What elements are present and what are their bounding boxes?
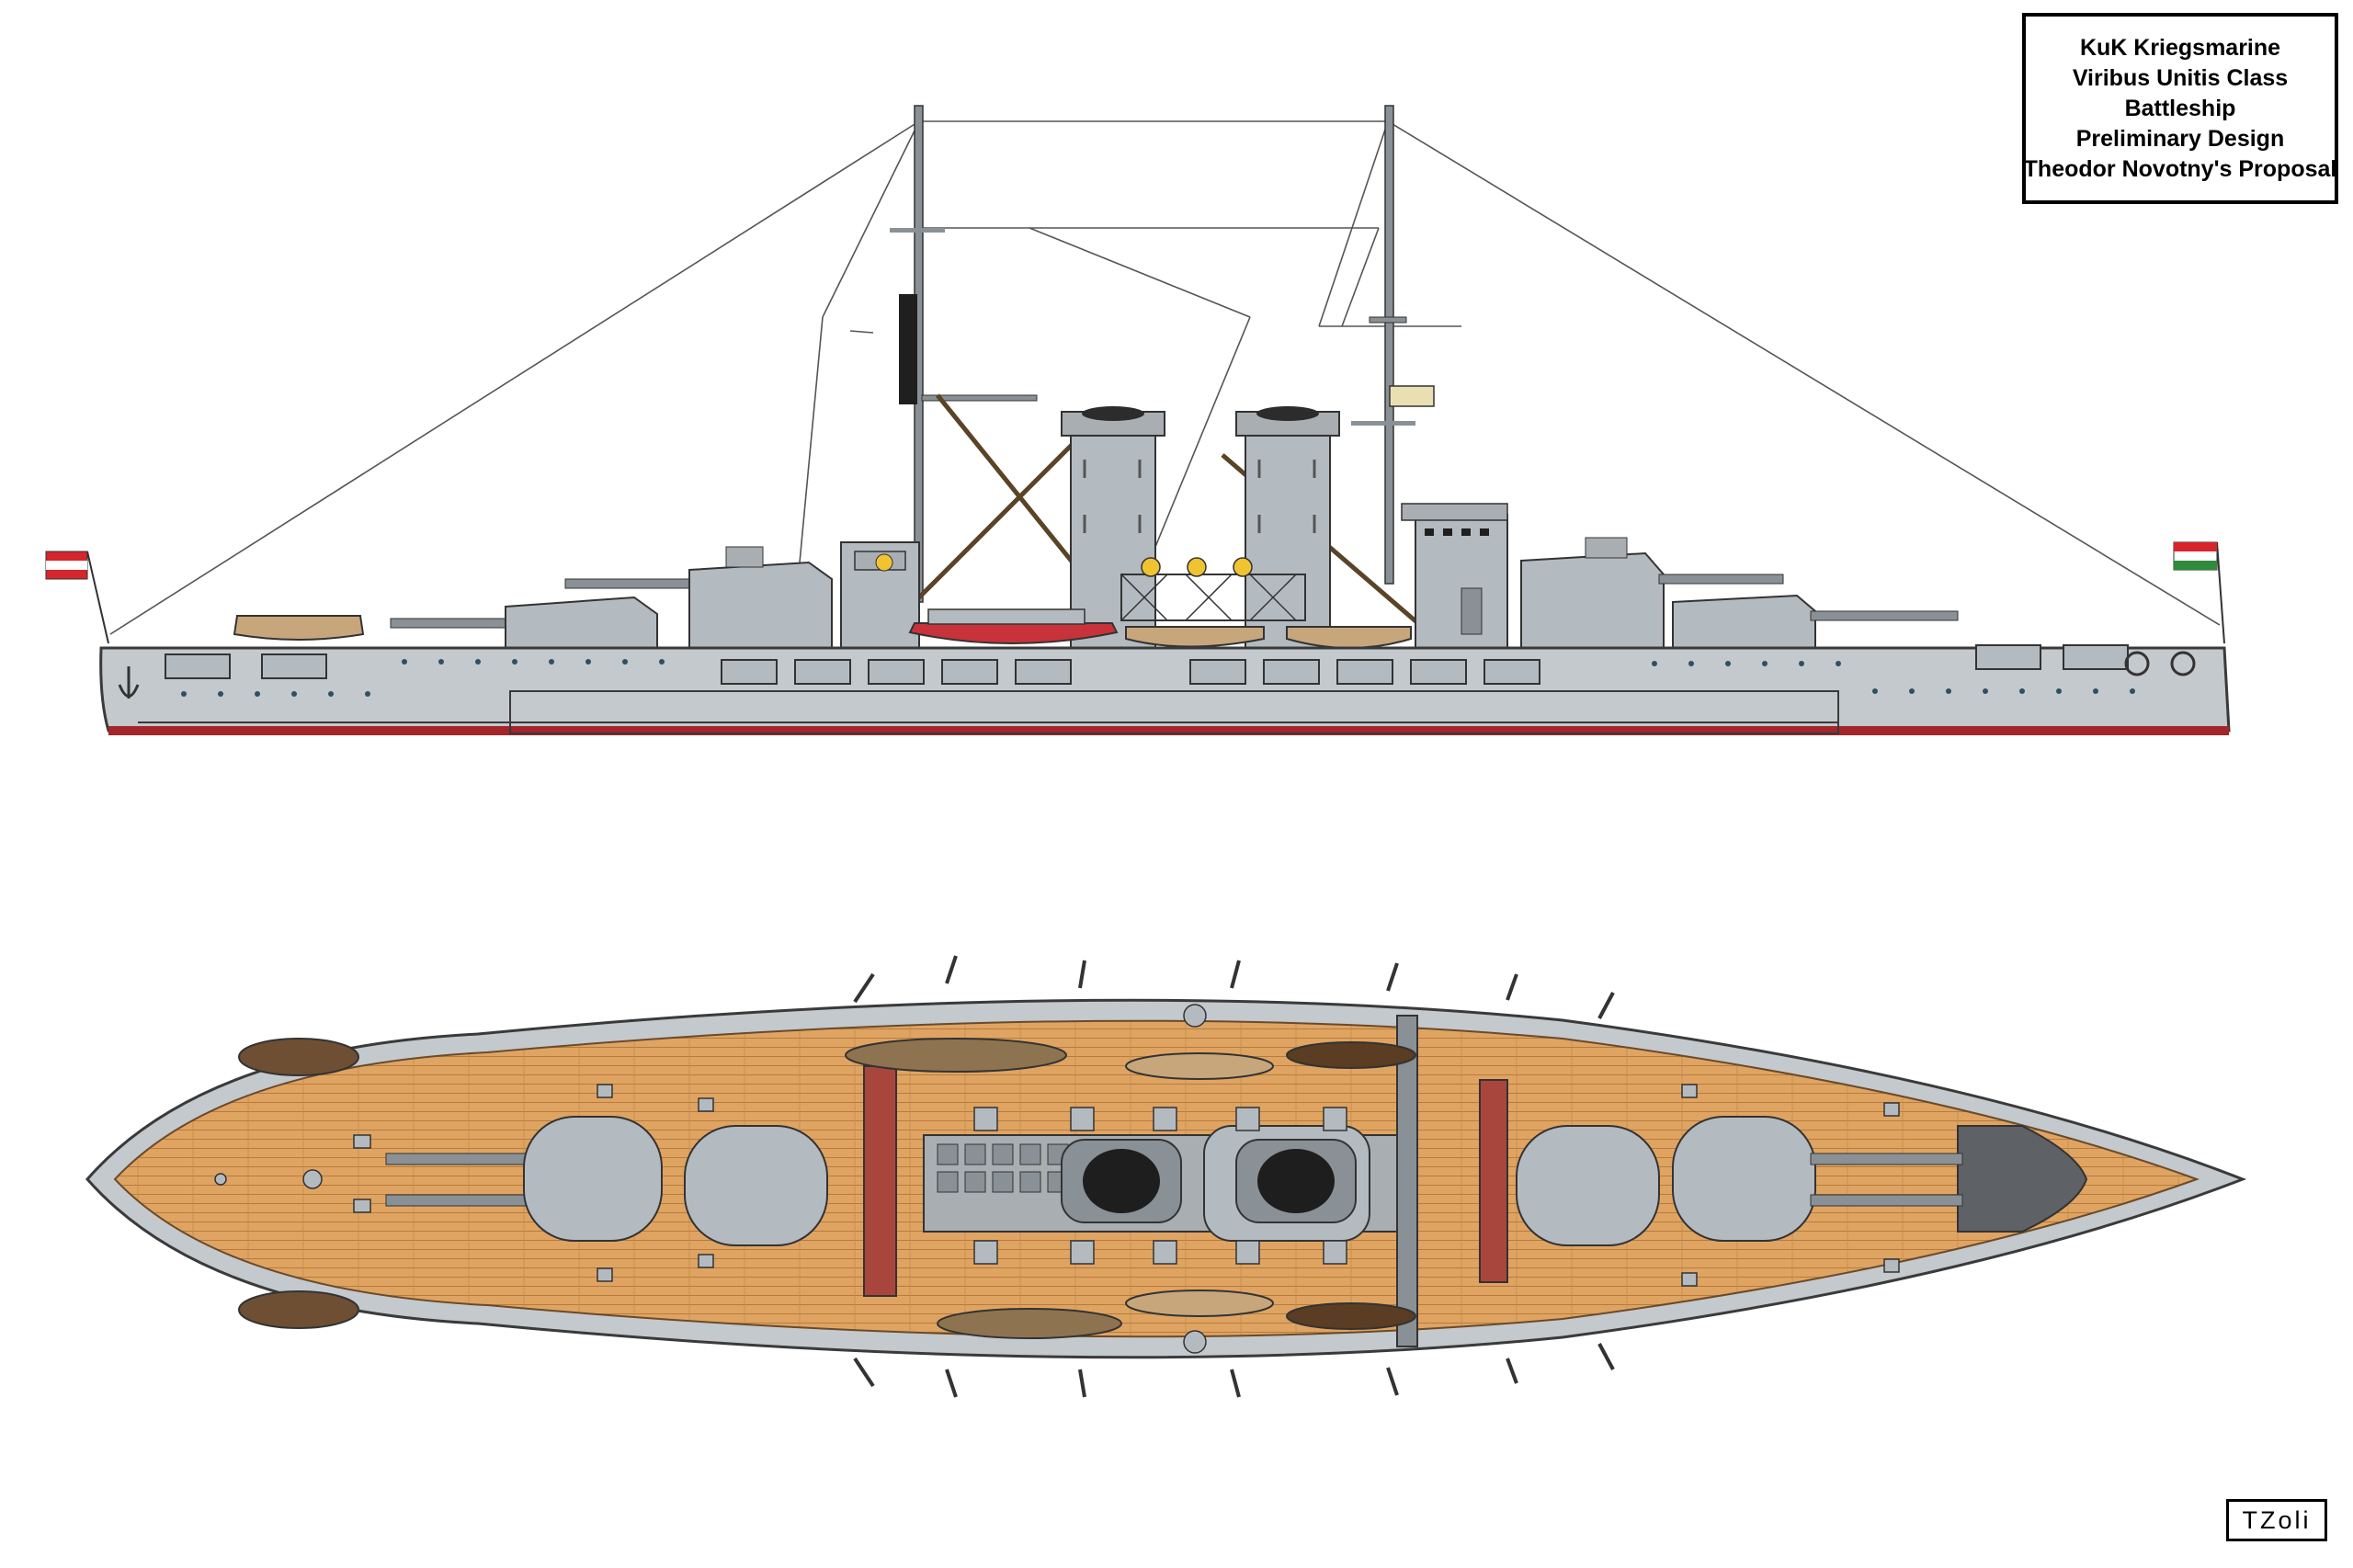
title-block: KuK Kriegsmarine Viribus Unitis Class Ba… [2022,13,2338,204]
side-profile-view [45,105,2231,735]
main-turret-c-profile [1520,537,1784,649]
mainmast [1351,105,1435,585]
secondary-casemates [165,644,2129,685]
boat-deck-beams [863,1015,1508,1347]
deck-fittings [214,1004,1900,1354]
deck-plan-view [85,955,2247,1398]
main-turret-a-plan [385,1116,663,1242]
stern-emblem [118,666,140,699]
title-line-navy: KuK Kriegsmarine [2079,34,2281,61]
stern-ensign [45,551,109,644]
portholes [181,659,2135,697]
forward-superstructure [840,541,920,652]
title-line-design: Preliminary Design [2075,125,2285,152]
main-turret-a-profile [390,596,658,649]
artist-signature: TZoli [2226,1499,2327,1541]
fore-funnel-plan [1061,1139,1182,1223]
foremast [890,105,1038,603]
main-turret-d-profile [1672,594,1959,649]
bow-jack [2173,541,2225,644]
aft-superstructure [1401,503,1508,653]
searchlight-platform [1120,557,1306,621]
aft-funnel [1235,406,1340,653]
torpedo-net-booms [853,955,1615,1398]
aft-funnel-plan [1235,1139,1357,1223]
title-line-proposal: Theodor Novotny's Proposal [2023,155,2337,182]
main-turret-b-profile [564,546,833,649]
main-turret-d-plan [1672,1116,1963,1242]
hull-profile [99,646,2231,735]
title-line-type: Battleship [2124,95,2236,121]
main-turret-b-plan [684,1125,828,1246]
ship-boats-plan [238,1038,1416,1339]
title-line-class: Viribus Unitis Class [2072,64,2289,91]
rigging-lines [109,120,2221,635]
fore-funnel [1061,406,1165,653]
main-turret-c-plan [1516,1125,1660,1246]
bow-deck-plating [1957,1125,2088,1233]
bow-anchors [2124,651,2196,676]
ship-boats-profile [233,608,1412,649]
